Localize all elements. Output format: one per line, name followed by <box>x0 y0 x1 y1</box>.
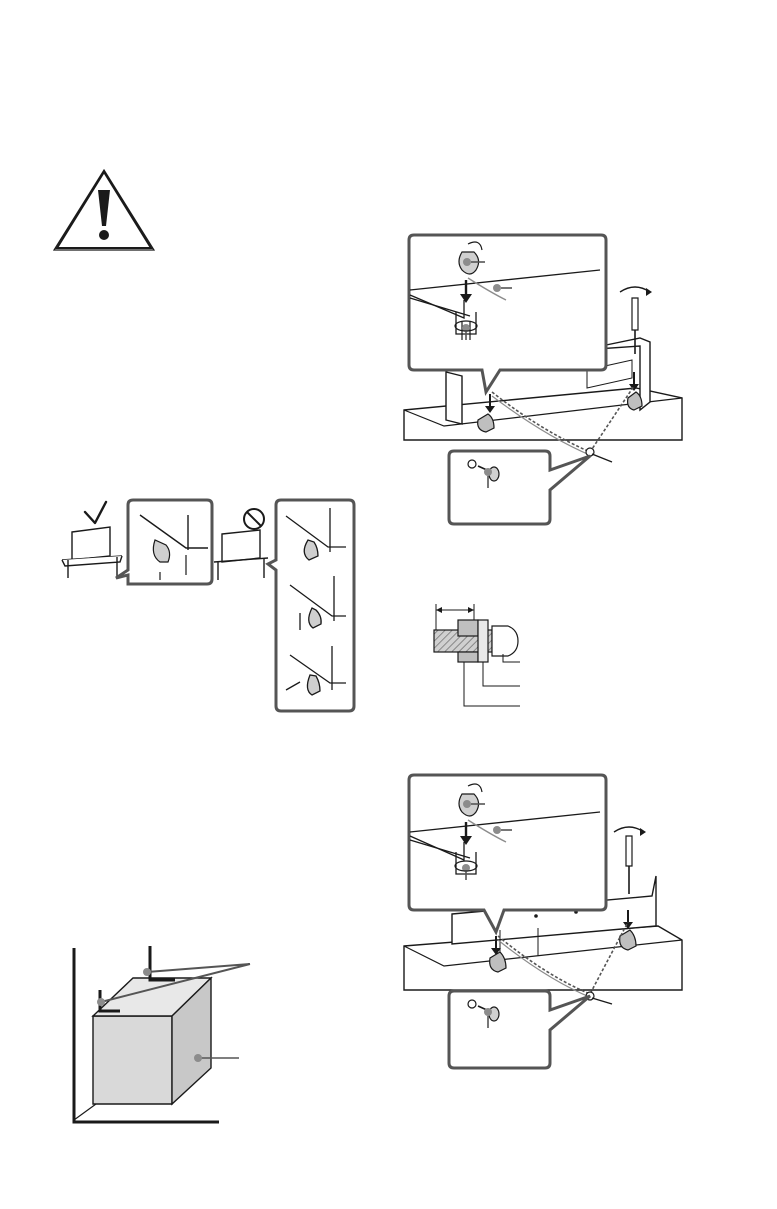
strap-and-screw-illustration <box>404 775 682 1068</box>
